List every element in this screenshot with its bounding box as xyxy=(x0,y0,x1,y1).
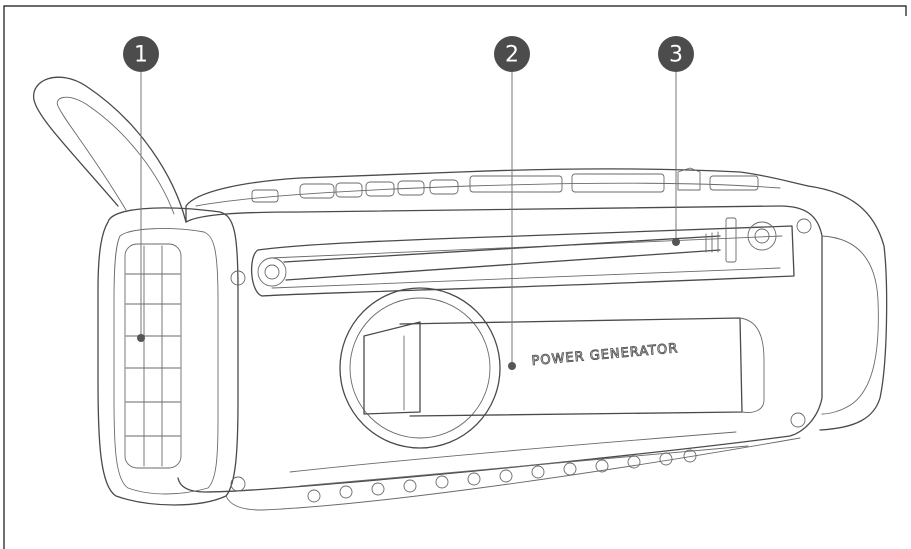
antenna-channel xyxy=(251,225,795,297)
crank-area xyxy=(339,287,765,449)
screw xyxy=(230,270,246,286)
leader-dot-1 xyxy=(137,334,145,342)
vent-holes xyxy=(307,449,697,503)
left-bumper xyxy=(97,207,239,506)
bottom-ridge xyxy=(289,431,737,473)
leader-dot-3 xyxy=(672,238,680,246)
callout-number-2: 2 xyxy=(505,43,519,68)
right-end-cap xyxy=(807,185,888,431)
leader-dot-2 xyxy=(508,362,516,370)
screw xyxy=(796,218,812,234)
screw xyxy=(790,412,806,428)
carry-strap xyxy=(33,76,187,223)
top-panel xyxy=(185,168,809,223)
radio-illustration: POWER GENERATOR xyxy=(33,76,888,511)
callout-badge-2: 2 xyxy=(494,36,530,72)
main-body xyxy=(177,205,823,493)
callout-badge-3: 3 xyxy=(658,36,694,72)
callout-number-1: 1 xyxy=(134,43,148,68)
antenna xyxy=(257,217,777,287)
power-generator-label: POWER GENERATOR xyxy=(531,341,679,369)
callout-badge-1: 1 xyxy=(123,36,159,72)
diagram-frame xyxy=(3,5,907,549)
callout-number-3: 3 xyxy=(669,43,683,68)
screw xyxy=(230,476,246,492)
speaker-grille xyxy=(124,243,182,469)
